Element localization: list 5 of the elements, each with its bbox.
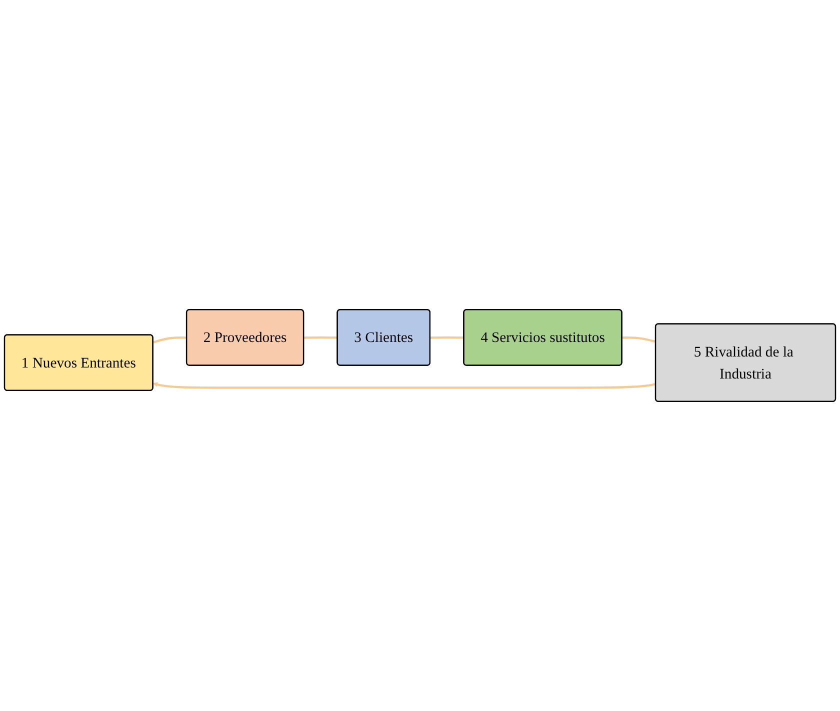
- connector: [430, 336, 464, 339]
- connector: [304, 336, 338, 339]
- arrow: [152, 382, 656, 389]
- connector: [152, 336, 187, 344]
- connector: [622, 336, 656, 343]
